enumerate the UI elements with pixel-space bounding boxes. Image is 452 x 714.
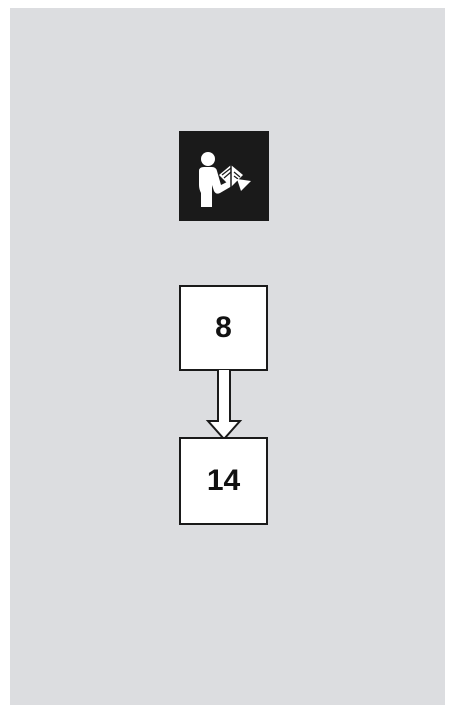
down-arrow-icon — [200, 369, 248, 441]
step-box-8: 8 — [179, 285, 268, 371]
step-label: 14 — [206, 464, 241, 497]
read-manual-icon — [179, 131, 269, 221]
step-label: 8 — [215, 311, 232, 344]
step-box-14: 14 — [179, 437, 268, 525]
